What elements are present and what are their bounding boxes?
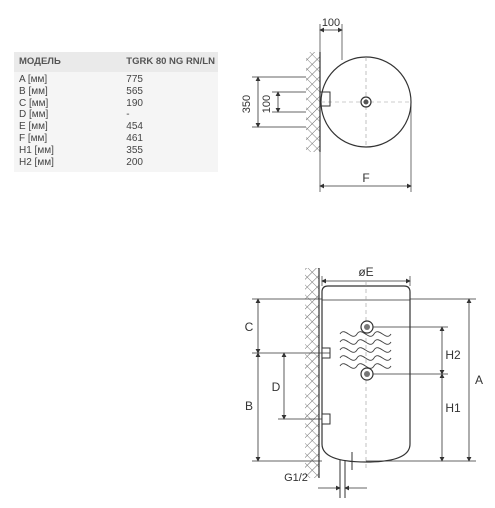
pipe-size-label: G1/2 [284,472,308,484]
row-value: 190 [126,97,143,109]
row-value: 200 [126,156,143,168]
table-body: A [мм] 775 B [мм] 565 C [мм] 190 D [мм] - E … [14,72,218,173]
table-row: E [мм] 454 [14,121,218,133]
row-value: - [126,109,130,121]
row-label: D [мм] [19,109,49,121]
dim-b-label: B [245,399,253,413]
dim-a-label: A [475,373,483,387]
dim-left-outer-label: 350 [241,95,253,113]
header-model-name: TGRK 80 NG RN/LN [126,56,215,67]
dim-d-label: D [272,380,281,394]
row-label: B [мм] [19,85,48,97]
side-view-drawing: øE C B D H2 H1 A G1/2 [245,265,483,498]
dim-h2-label: H2 [445,348,461,362]
row-label: F [мм] [19,132,48,144]
table-header: МОДЕЛЬ TGRK 80 NG RN/LN [14,52,218,72]
table-row: D [мм] - [14,109,218,121]
heating-coil [339,331,392,369]
table-row: H2 [мм] 200 [14,157,218,169]
dim-top-label: 100 [322,17,340,29]
dim-h1-label: H1 [445,401,461,415]
table-row: H1 [мм] 355 [14,145,218,157]
table-row: A [мм] 775 [14,74,218,86]
table-row: F [мм] 461 [14,133,218,145]
top-view-drawing: 100 350 100 F [241,17,412,192]
row-value: 775 [126,74,143,85]
row-label: H1 [мм] [19,144,54,156]
table-row: C [мм] 190 [14,98,218,110]
mount-bracket [319,91,331,107]
row-label: A [мм] [19,74,48,85]
flange-icon [360,96,372,108]
row-value: 565 [126,85,143,97]
dim-c-label: C [245,320,254,334]
row-label: E [мм] [19,121,48,133]
dim-diameter-label: øE [358,265,373,279]
row-value: 355 [126,144,143,156]
row-label: H2 [мм] [19,156,54,168]
row-value: 454 [126,121,143,133]
table-row: B [мм] 565 [14,86,218,98]
row-label: C [мм] [19,97,49,109]
row-value: 461 [126,132,143,144]
dim-bottom-label: F [362,171,369,185]
wall-hatch-cross [306,52,320,152]
dim-left-inner-label: 100 [261,95,273,113]
header-model-label: МОДЕЛЬ [19,56,61,67]
spec-table: МОДЕЛЬ TGRK 80 NG RN/LN A [мм] 775 B [мм]… [14,52,218,173]
lower-bracket [321,413,331,425]
